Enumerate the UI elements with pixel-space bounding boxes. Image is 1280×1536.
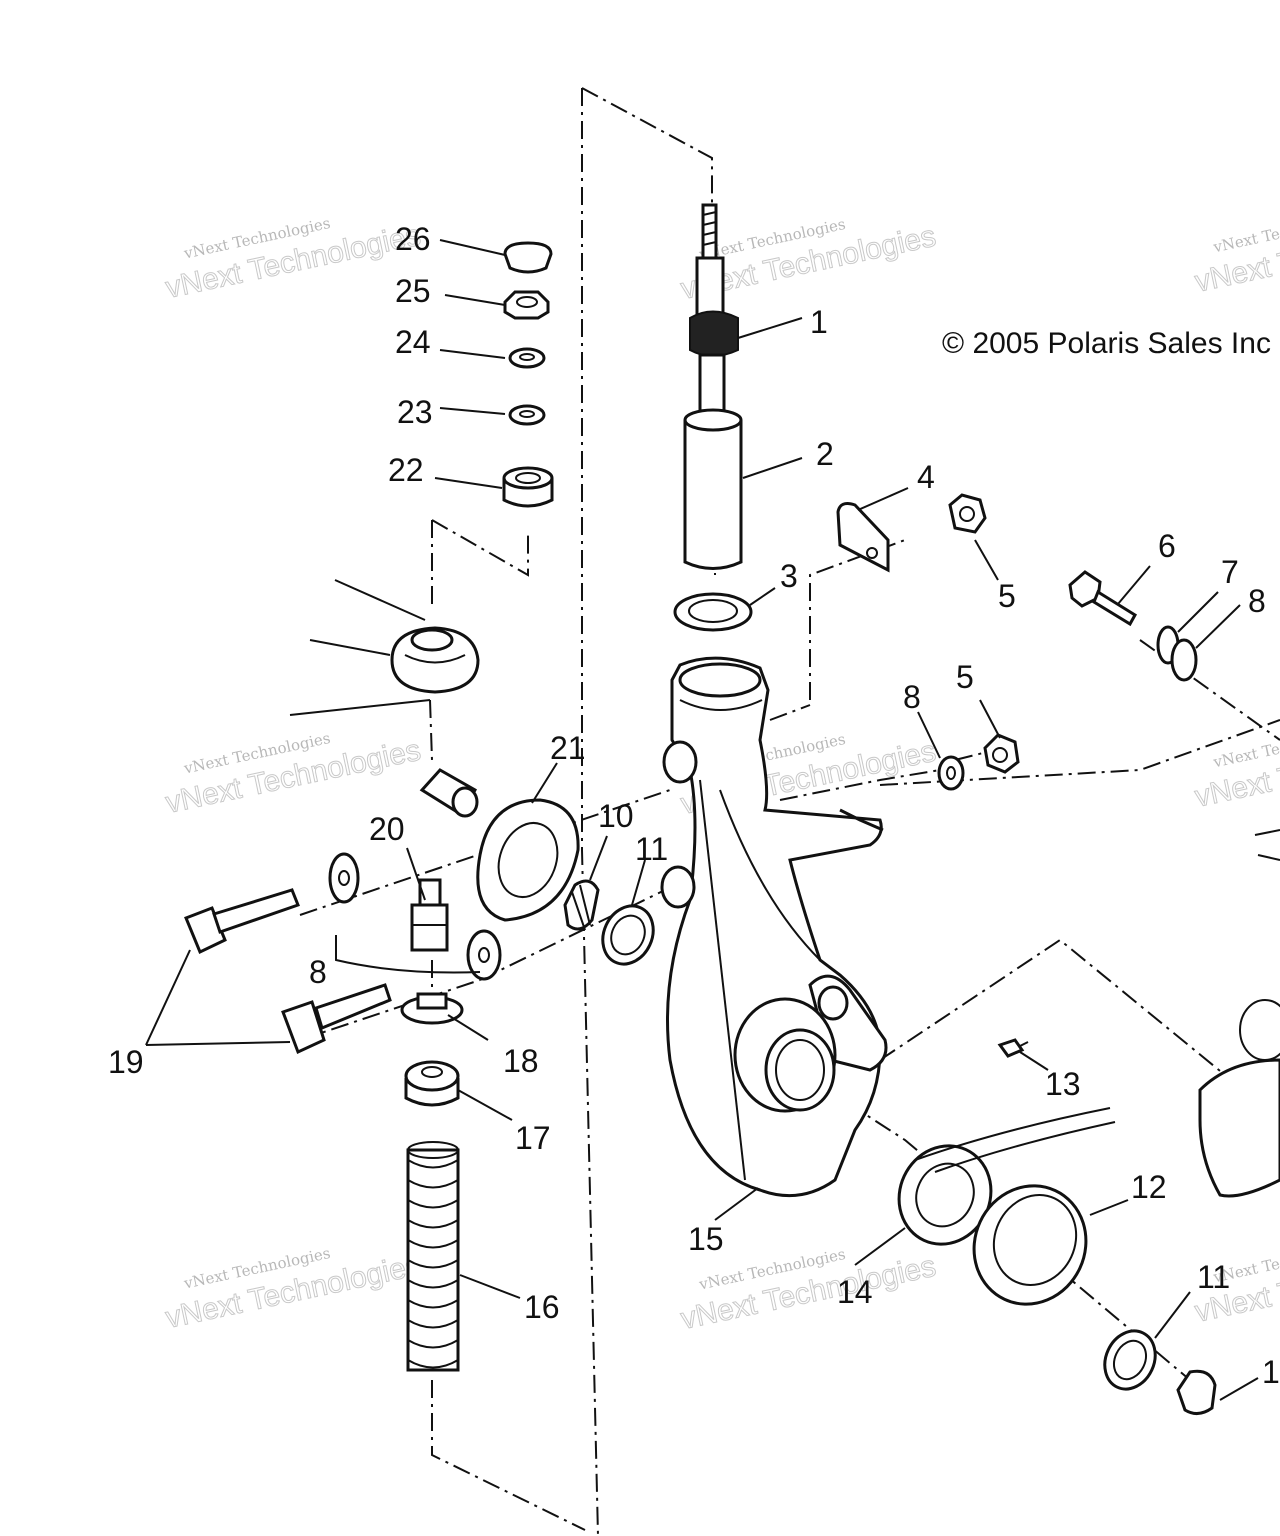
part-1-shock-shaft xyxy=(689,203,739,422)
part-6-bolt xyxy=(1068,570,1138,627)
watermark-outline: vNext Technologies xyxy=(1192,727,1280,813)
callout-13: 13 xyxy=(1045,1066,1081,1102)
callout-8-right: 8 xyxy=(1248,583,1266,619)
part-18-nut-washer xyxy=(400,992,464,1025)
callout-16: 16 xyxy=(524,1289,560,1325)
part-5-nut-mid xyxy=(983,733,1020,774)
part-8-washer-left xyxy=(328,852,360,904)
callout-17: 17 xyxy=(515,1120,551,1156)
callout-26: 26 xyxy=(395,221,431,257)
part-16-spring xyxy=(406,1141,460,1372)
part-3-seal-ring xyxy=(673,592,753,632)
part-26-cap xyxy=(503,241,553,274)
zerk-fitting xyxy=(419,768,479,818)
part-15-spindle xyxy=(660,656,888,1198)
part-5-nut-upper xyxy=(948,493,987,534)
part-20-fitting xyxy=(410,878,449,952)
part-24-washer xyxy=(508,347,546,369)
part-22-bushing xyxy=(502,466,554,508)
part-4-bracket xyxy=(836,502,890,573)
callout-6: 6 xyxy=(1158,528,1176,564)
callout-22: 22 xyxy=(388,452,424,488)
strut-mount xyxy=(289,579,480,716)
part-10-bearing-cone xyxy=(563,879,600,931)
part-8-washer-right xyxy=(1170,638,1198,682)
callout-14: 14 xyxy=(837,1274,873,1310)
callout-25: 25 xyxy=(395,273,431,309)
callout-11-right: 11 xyxy=(1197,1259,1230,1295)
copyright-text: © 2005 Polaris Sales Inc xyxy=(942,327,1271,360)
part-19-bolt-upper xyxy=(184,888,300,955)
part-23-washer xyxy=(508,404,546,426)
callouts: 26 25 24 23 22 1 2 3 4 5 6 7 8 8 5 21 10… xyxy=(108,221,1280,1390)
watermark-group: vNext Technologies vNext Technologies xyxy=(162,729,424,820)
callout-5-upper: 5 xyxy=(998,578,1016,614)
callout-10: 10 xyxy=(598,798,634,834)
callout-8-left: 8 xyxy=(309,954,327,990)
part-12-bearing xyxy=(972,1184,1088,1306)
watermark-group: vNext Technologies vNext Technologies xyxy=(1192,723,1280,814)
callout-19: 19 xyxy=(108,1044,144,1080)
leader-lines xyxy=(145,239,1259,1401)
callout-2: 2 xyxy=(816,436,834,472)
callout-1: 1 xyxy=(810,304,828,340)
watermark-group: vNext Technologies vNext Technologies xyxy=(162,1244,424,1335)
wire-lead xyxy=(914,1107,1116,1173)
part-17-bushing xyxy=(404,1060,460,1107)
part-13-sensor xyxy=(997,1038,1029,1058)
part-21-bearing xyxy=(476,798,580,922)
part-11-race xyxy=(601,904,655,966)
callout-1-right: 1 xyxy=(1262,1354,1280,1390)
watermark-outline: vNext Technologies xyxy=(1192,212,1280,298)
part-25-nut xyxy=(503,290,550,320)
hub-right xyxy=(1198,829,1280,1198)
part-8-washer-mid xyxy=(937,755,965,791)
callout-8-mid: 8 xyxy=(903,679,921,715)
part-11-race-right xyxy=(1103,1329,1157,1391)
watermarks: vNext Technologies vNext Technologies xyxy=(162,214,424,305)
callout-15: 15 xyxy=(688,1221,724,1257)
part-19-bolt-lower xyxy=(281,983,392,1055)
part-10-cone-right xyxy=(1176,1369,1217,1415)
watermark-group: vNext Technologies vNext Technologies xyxy=(1192,208,1280,299)
callout-3: 3 xyxy=(780,558,798,594)
callout-12: 12 xyxy=(1131,1169,1167,1205)
callout-24: 24 xyxy=(395,324,431,360)
callout-7: 7 xyxy=(1221,554,1239,590)
callout-20: 20 xyxy=(369,811,405,847)
part-8-washer-center xyxy=(466,929,502,981)
part-2-shock-body xyxy=(683,408,743,570)
callout-4: 4 xyxy=(917,459,935,495)
callout-23: 23 xyxy=(397,394,433,430)
callout-21: 21 xyxy=(550,730,586,766)
callout-18: 18 xyxy=(503,1043,539,1079)
callout-5-mid: 5 xyxy=(956,659,974,695)
callout-11: 11 xyxy=(635,831,668,867)
